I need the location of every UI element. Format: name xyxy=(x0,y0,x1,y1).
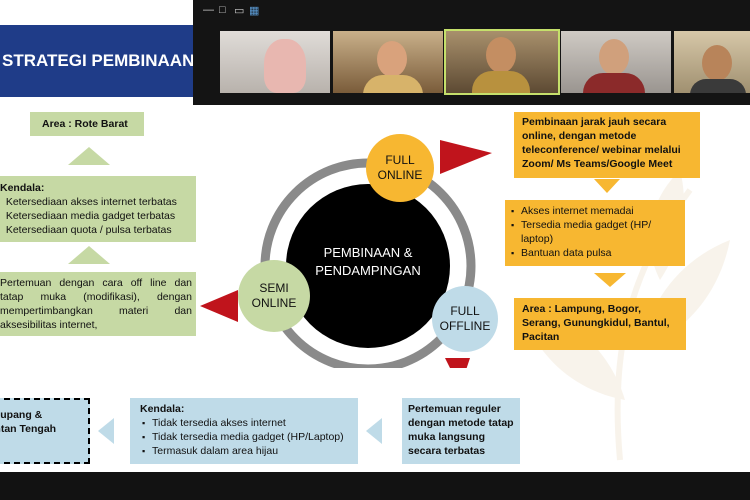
full-online-line1: FULL xyxy=(385,153,415,167)
minimize-icon[interactable]: — xyxy=(203,4,214,16)
center-label-line1: PEMBINAAN & xyxy=(323,245,413,260)
right-area-box: Area : Lampung, Bogor, Serang, Gunungkid… xyxy=(514,298,686,350)
down-arrow-icon xyxy=(594,179,620,193)
left-kendala-item-0-text: Ketersediaan akses internet terbatas xyxy=(5,196,177,208)
up-arrow-icon xyxy=(68,147,110,165)
left-kendala-item-1-text: Ketersediaan media gadget terbatas xyxy=(5,210,176,222)
semi-online-line2: ONLINE xyxy=(251,296,297,310)
bottom-area-text: Area : Kupang & Kalimantan Tengah xyxy=(0,409,57,435)
close-icon[interactable]: ▭ xyxy=(234,5,245,17)
slide-title: STRATEGI PEMBINAAN xyxy=(0,25,200,97)
down-arrow-icon xyxy=(594,273,626,287)
left-kendala-item-2: Ketersediaan quota / pulsa terbatas xyxy=(0,223,192,237)
center-label: PEMBINAAN & PENDAMPINGAN xyxy=(298,244,438,280)
participant-avatar xyxy=(702,45,732,81)
full-offline-line1: FULL xyxy=(450,304,480,318)
video-tile-2[interactable] xyxy=(333,31,443,93)
red-arrow-to-online-icon xyxy=(440,140,492,174)
right-desc-text: Pembinaan jarak jauh secara online, deng… xyxy=(522,116,681,170)
full-offline-line2: OFFLINE xyxy=(439,319,491,333)
left-desc-box: Pertemuan dengan cara off line dan tatap… xyxy=(0,272,196,336)
left-kendala-title: Kendala: xyxy=(0,182,45,194)
video-tile-1[interactable] xyxy=(220,31,330,93)
left-desc-text: Pertemuan dengan cara off line dan tatap… xyxy=(0,277,192,331)
video-tile-3-active-speaker[interactable] xyxy=(444,29,560,95)
left-arrow-icon xyxy=(366,418,382,444)
participant-body xyxy=(363,75,423,93)
left-area-text: Area : Rote Barat xyxy=(42,118,128,130)
participant-body xyxy=(472,71,530,93)
participant-avatar xyxy=(486,37,516,73)
bottom-kendala-item-0: Tidak tersedia akses internet xyxy=(140,416,354,430)
left-arrow-icon xyxy=(98,418,114,444)
slide-title-text: STRATEGI PEMBINAAN xyxy=(2,51,195,70)
bottom-kendala-item-2: Termasuk dalam area hijau xyxy=(140,444,354,458)
bottom-area-box: Area : Kupang & Kalimantan Tengah xyxy=(0,398,90,464)
right-item-0: Akses internet memadai xyxy=(509,204,681,218)
video-tile-4[interactable] xyxy=(561,31,671,93)
meeting-bottom-bar xyxy=(0,472,750,500)
grid-view-icon[interactable]: ▦ xyxy=(249,5,260,17)
left-area-box: Area : Rote Barat xyxy=(30,112,144,136)
bottom-kendala-list: Tidak tersedia akses internet Tidak ters… xyxy=(140,416,354,458)
semi-online-line1: SEMI xyxy=(259,281,289,295)
red-arrow-to-offline-icon xyxy=(445,358,470,368)
left-kendala-item-1: Ketersediaan media gadget terbatas xyxy=(0,209,192,223)
right-item-1: Tersedia media gadget (HP/ laptop) xyxy=(509,218,681,246)
participant-video-strip: — □ ▭ ▦ xyxy=(193,0,750,105)
bottom-kendala-item-1: Tidak tersedia media gadget (HP/Laptop) xyxy=(140,430,354,444)
center-circle xyxy=(286,184,450,348)
left-kendala-item-0: Ketersediaan akses internet terbatas xyxy=(0,195,192,209)
video-tile-5[interactable] xyxy=(674,31,750,93)
center-label-line2: PENDAMPINGAN xyxy=(315,263,421,278)
right-item-2: Bantuan data pulsa xyxy=(509,246,681,260)
right-desc-box: Pembinaan jarak jauh secara online, deng… xyxy=(514,112,700,178)
right-items-list: Akses internet memadai Tersedia media ga… xyxy=(509,204,681,260)
red-arrow-to-semi-icon xyxy=(200,290,238,322)
participant-avatar xyxy=(377,41,407,77)
up-arrow-icon xyxy=(68,246,110,264)
left-kendala-box: Kendala: Ketersediaan akses internet ter… xyxy=(0,176,196,242)
full-online-line2: ONLINE xyxy=(377,168,423,182)
right-area-text: Area : Lampung, Bogor, Serang, Gunungkid… xyxy=(522,303,670,343)
participant-body xyxy=(690,79,746,93)
bottom-kendala-title: Kendala: xyxy=(140,403,185,415)
participant-avatar xyxy=(599,39,629,75)
right-items-box: Akses internet memadai Tersedia media ga… xyxy=(505,200,685,266)
bottom-desc-box: Pertemuan reguler dengan metode tatap mu… xyxy=(402,398,520,464)
restore-icon[interactable]: □ xyxy=(219,4,226,16)
bottom-kendala-box: Kendala: Tidak tersedia akses internet T… xyxy=(130,398,358,464)
left-kendala-item-2-text: Ketersediaan quota / pulsa terbatas xyxy=(5,224,172,236)
participant-avatar xyxy=(264,39,306,93)
bottom-desc-text: Pertemuan reguler dengan metode tatap mu… xyxy=(408,403,514,457)
participant-body xyxy=(583,73,645,93)
